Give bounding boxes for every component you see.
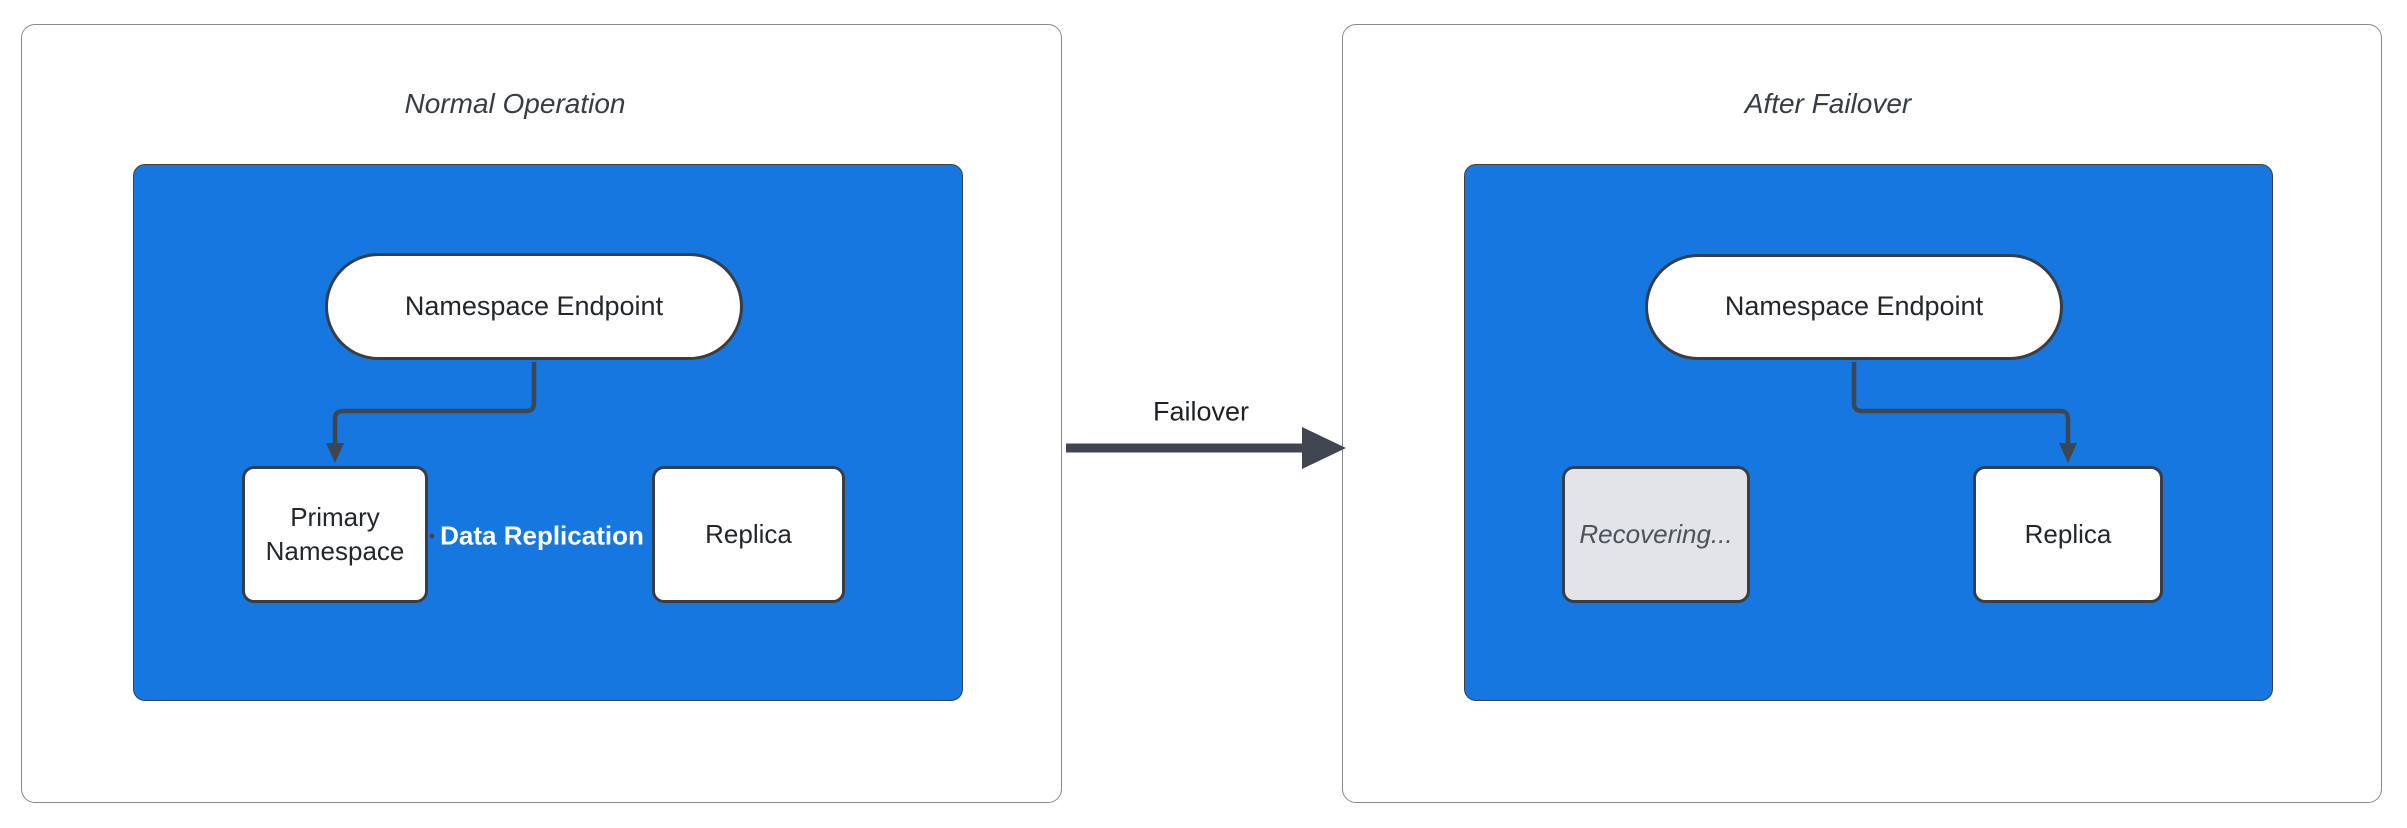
node-namespace-endpoint-normal-label: Namespace Endpoint [404, 290, 664, 321]
failover-label: Failover [1152, 396, 1250, 427]
node-namespace-endpoint-after-label: Namespace Endpoint [1724, 291, 1984, 322]
node-replica-after: Replica [1973, 466, 2163, 603]
node-namespace-endpoint-after: Namespace Endpoint [1645, 254, 2063, 360]
blue-container-after [1464, 164, 2273, 701]
failover-arrow-head [1302, 427, 1346, 469]
panel-title-normal-operation: Normal Operation [404, 88, 626, 119]
edge-label-data-replication: Data Replication [434, 519, 650, 553]
node-recovering-label: Recovering... [1579, 518, 1733, 549]
panel-title-after-failover: After Failover [1744, 88, 1912, 119]
edge-endpoint-to-replica [1851, 362, 2077, 463]
edge-endpoint-to-primary [326, 362, 537, 463]
node-primary-namespace-label: Primary Namespace [265, 501, 405, 566]
node-replica-normal-label: Replica [705, 518, 792, 549]
node-recovering: Recovering... [1562, 466, 1750, 603]
node-namespace-endpoint-normal: Namespace Endpoint [325, 253, 743, 360]
node-primary-namespace: Primary Namespace [242, 466, 428, 603]
node-replica-after-label: Replica [2024, 518, 2112, 549]
node-replica-normal: Replica [652, 466, 845, 603]
